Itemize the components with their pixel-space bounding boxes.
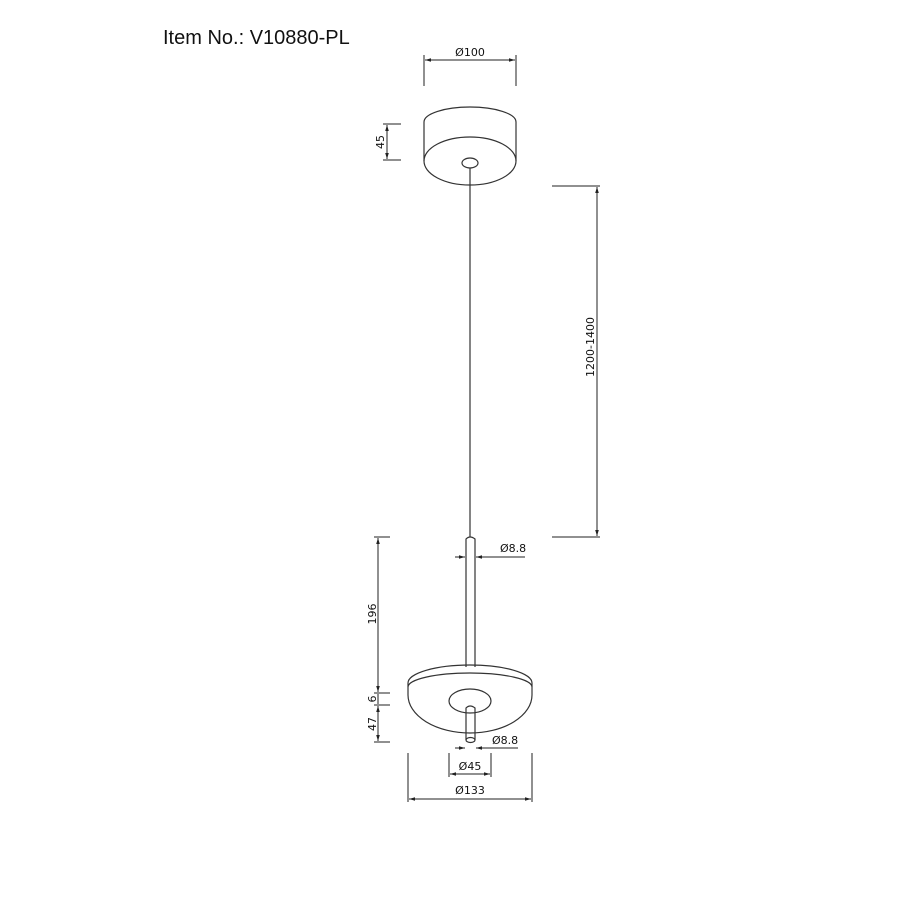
inner-diameter-dimension: Ø45 — [448, 753, 492, 777]
inner-diameter-label: Ø45 — [459, 760, 482, 773]
canopy-height-label: 45 — [374, 135, 387, 149]
stem-diameter-top-dimension: Ø8.8 — [455, 542, 526, 559]
stem-length-label: 196 — [366, 604, 379, 625]
stem-diameter-bottom-label: Ø8.8 — [492, 734, 518, 747]
stem-diameter-top-label: Ø8.8 — [500, 542, 526, 555]
disc-diameter-label: Ø133 — [455, 784, 485, 797]
lower-stem — [465, 705, 476, 744]
lower-stem-length-label: 47 — [366, 717, 379, 731]
disc-thickness-label: 6 — [366, 696, 379, 703]
lamp-disc — [407, 664, 533, 734]
item-number-title: Item No.: V10880-PL — [163, 27, 350, 49]
canopy-diameter-dimension: Ø100 — [423, 46, 517, 86]
disc-diameter-dimension: Ø133 — [407, 753, 533, 802]
canopy-height-dimension: 45 — [374, 123, 401, 161]
stem-diameter-bottom-dimension: Ø8.8 — [455, 734, 518, 750]
vertical-dimensions: 196 6 47 — [366, 536, 390, 743]
canopy-diameter-label: Ø100 — [455, 46, 485, 59]
upper-stem — [465, 536, 476, 667]
cable-length-dimension: 1200-1400 — [552, 185, 600, 538]
cable-length-label: 1200-1400 — [584, 317, 597, 377]
